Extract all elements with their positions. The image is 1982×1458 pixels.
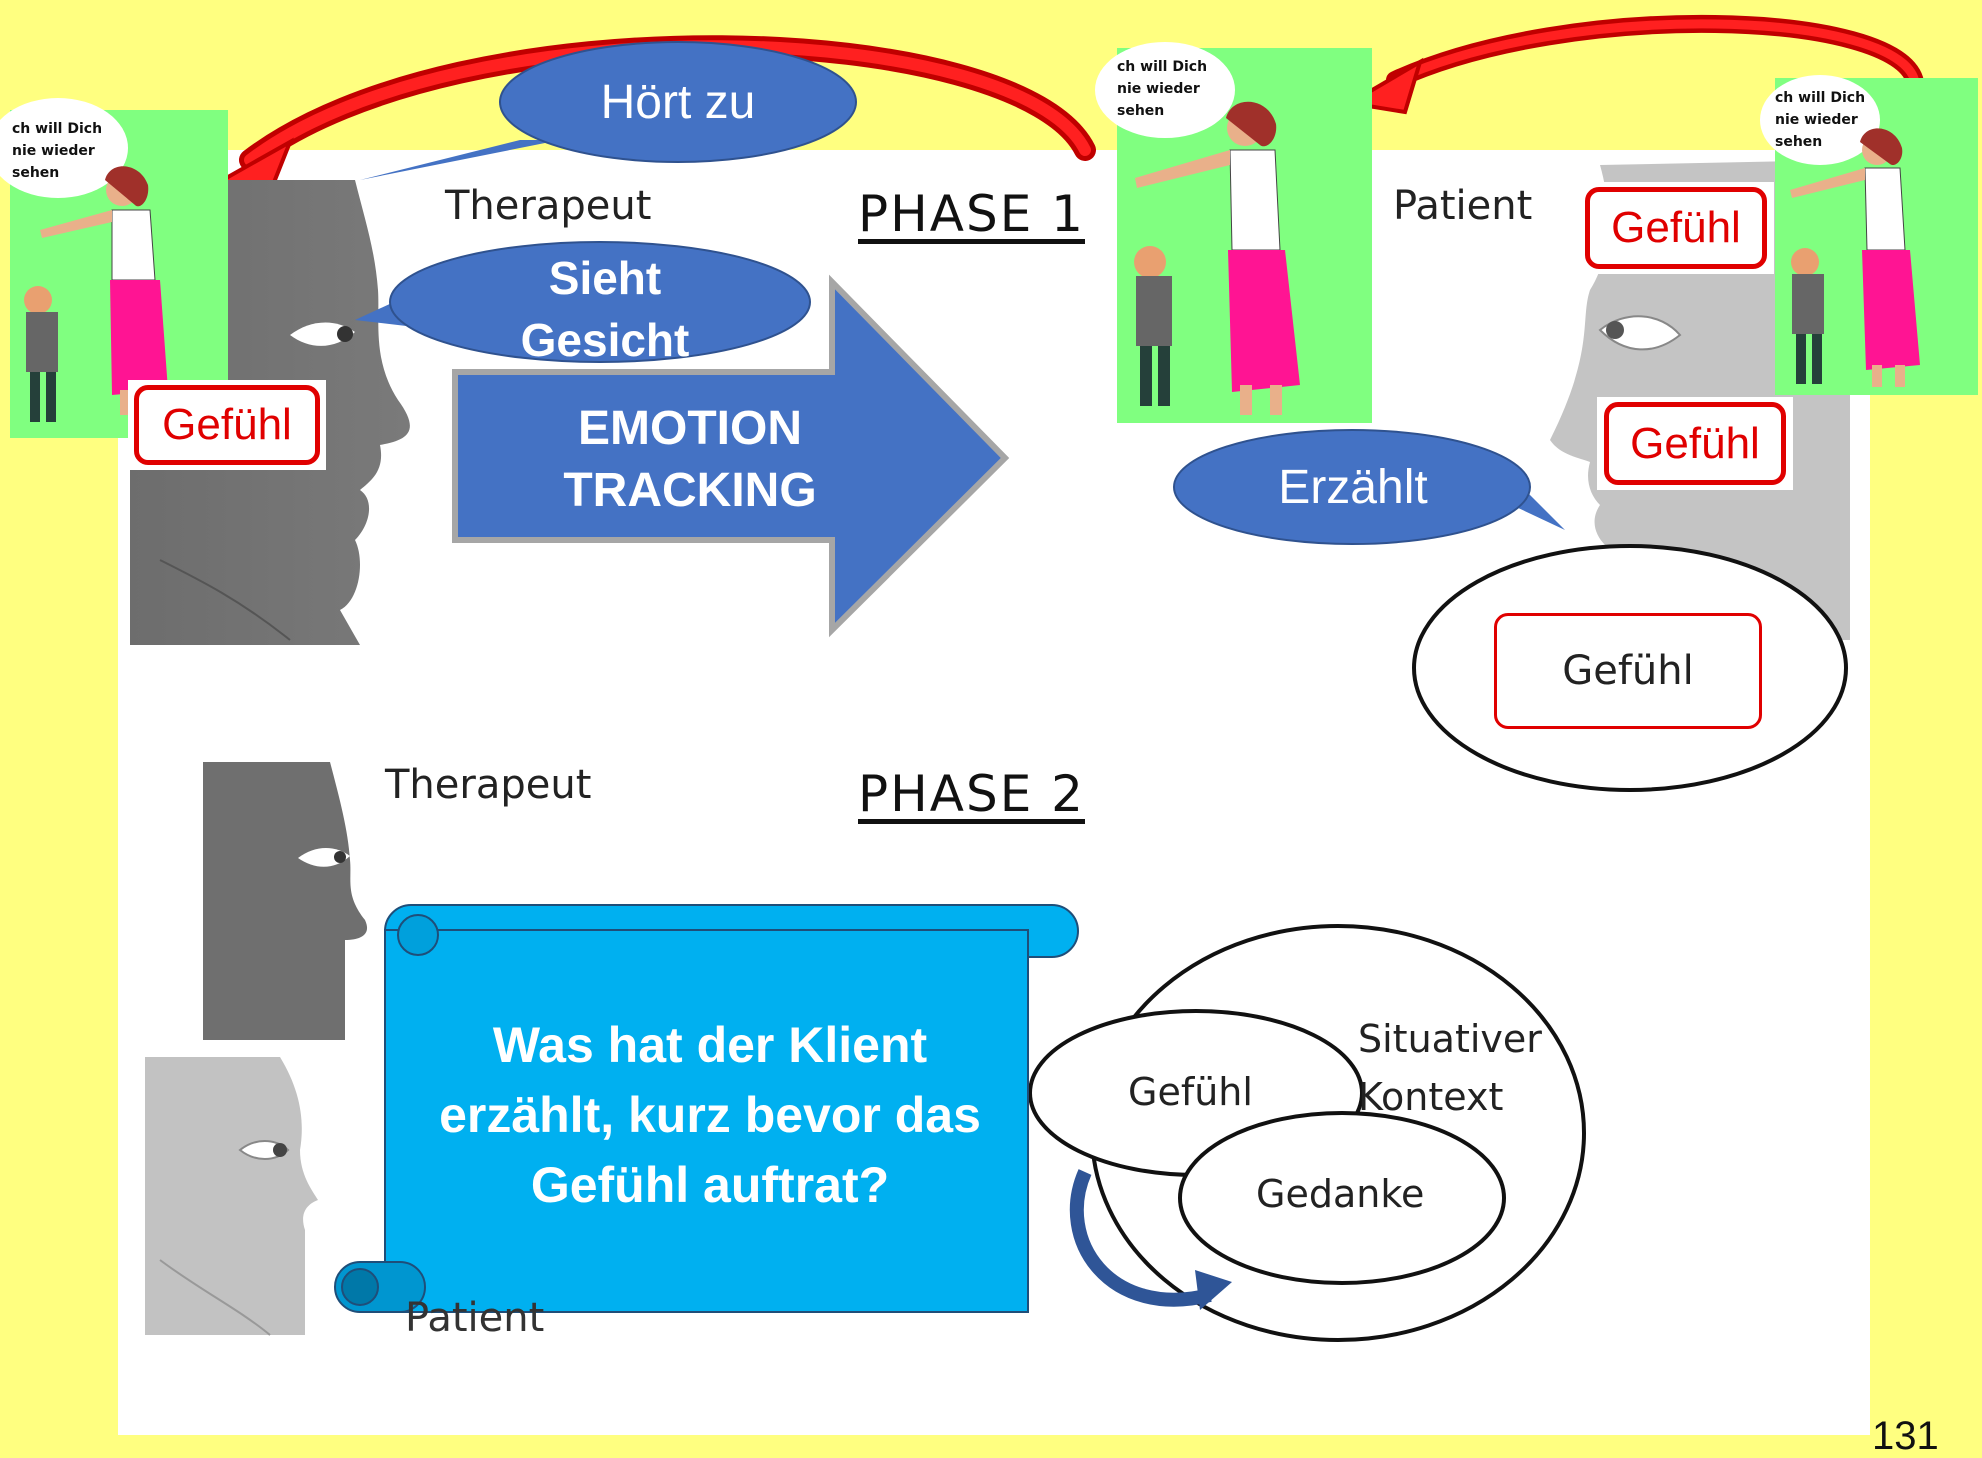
gefuehl-badge-top-right-label: Gefühl (1585, 187, 1767, 269)
sieht-gesicht-text: Sieht Gesicht (520, 252, 690, 366)
gefuehl-badge-left: Gefühl (128, 380, 326, 470)
patient-label-top: Patient (1393, 183, 1533, 229)
phase2-title: PHASE 2 (858, 765, 1085, 823)
phase1-title: PHASE 1 (858, 185, 1085, 243)
therapist-face-bottom (203, 762, 368, 1040)
hoert-zu-text: Hört zu (600, 76, 756, 129)
cartoon-speech-text-center: ch will Dich nie wieder sehen (1117, 59, 1208, 119)
gefuehl-badge-mid-right-label: Gefühl (1604, 402, 1786, 485)
therapeut-label-bottom: Therapeut (385, 762, 592, 808)
gefuehl-box-phase1: Gefühl (1492, 612, 1764, 730)
page-number: 131 (1872, 1414, 1939, 1458)
gefuehl-badge-top-right: Gefühl (1578, 182, 1774, 274)
situativer-kontext-label: Situativer Kontext (1358, 1017, 1542, 1119)
gefuehl-ellipse-label: Gefühl (1128, 1070, 1253, 1114)
gedanke-ellipse-label: Gedanke (1256, 1172, 1425, 1216)
emotion-tracking-label: EMOTION TRACKING (563, 402, 817, 517)
gefuehl-badge-left-label: Gefühl (134, 385, 320, 465)
patient-label-bottom: Patient (405, 1295, 545, 1341)
therapeut-label-top: Therapeut (445, 183, 652, 229)
erzaehlt-text: Erzählt (1278, 461, 1428, 514)
cartoon-speech-text-right: ch will Dich nie wieder sehen (1775, 90, 1866, 150)
gefuehl-box-phase1-label: Gefühl (1494, 613, 1762, 729)
speech-bubble-sieht-gesicht (355, 241, 811, 363)
curved-feedback-arrow (1069, 1169, 1232, 1310)
phase1-ellipse (1412, 544, 1848, 792)
speech-bubble-hoert-zu (360, 41, 857, 180)
question-scroll (334, 904, 1079, 1313)
emotion-tracking-arrow (452, 274, 1010, 638)
cartoon-panel-center (1095, 42, 1372, 423)
gefuehl-badge-mid-right: Gefühl (1597, 397, 1793, 490)
speech-bubble-erzaehlt (1173, 429, 1565, 545)
scroll-question-text: Was hat der Klient erzählt, kurz bevor d… (439, 1017, 981, 1213)
gedanke-ellipse (1178, 1111, 1506, 1285)
cartoon-speech-text-left: ch will Dich nie wieder sehen (12, 121, 103, 181)
patient-face-bottom (145, 1057, 318, 1336)
cartoon-panel-right (1760, 75, 1978, 395)
